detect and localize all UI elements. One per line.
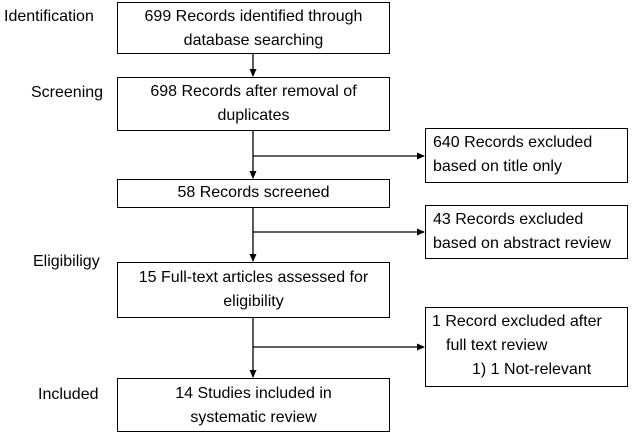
box-excluded-fulltext-line2: full text review <box>446 337 548 354</box>
box-excluded-abstract-line2: based on abstract review <box>433 235 611 252</box>
box-fulltext-assessed-line2: eligibility <box>223 293 284 310</box>
box-fulltext-assessed: 15 Full-text articles assessed for eligi… <box>117 262 390 318</box>
box-excluded-title-line1: 640 Records excluded <box>433 134 593 151</box>
stage-label-identification: Identification <box>4 8 94 25</box>
box-excluded-fulltext: 1 Record excluded after full text review… <box>425 307 628 387</box>
box-records-after-duplicates: 698 Records after removal of duplicates <box>117 77 390 131</box>
box-excluded-title-line2: based on title only <box>433 158 562 175</box>
box-records-screened: 58 Records screened <box>117 179 390 208</box>
box-records-after-duplicates-line2: duplicates <box>217 107 290 124</box>
stage-label-eligibility: Eligibiligy <box>33 253 100 270</box>
box-studies-included-line2: systematic review <box>190 409 317 426</box>
box-records-identified: 699 Records identified through database … <box>117 2 390 54</box>
box-records-after-duplicates-line1: 698 Records after removal of <box>150 83 357 100</box>
box-excluded-fulltext-line1: 1 Record excluded after <box>432 313 602 330</box>
box-excluded-abstract: 43 Records excluded based on abstract re… <box>425 205 628 259</box>
box-excluded-abstract-line1: 43 Records excluded <box>433 211 584 228</box>
box-studies-included-line1: 14 Studies included in <box>175 385 332 402</box>
box-excluded-fulltext-line3: 1) 1 Not-relevant <box>472 361 592 378</box>
box-studies-included: 14 Studies included in systematic review <box>117 378 390 432</box>
box-fulltext-assessed-line1: 15 Full-text articles assessed for <box>138 269 369 286</box>
box-records-screened-line1: 58 Records screened <box>177 184 330 201</box>
box-records-identified-line1: 699 Records identified through <box>144 8 363 25</box>
box-excluded-title: 640 Records excluded based on title only <box>425 128 628 183</box>
stage-label-screening: Screening <box>31 84 104 101</box>
stage-label-included: Included <box>38 386 99 403</box>
box-records-identified-line2: database searching <box>183 32 324 49</box>
